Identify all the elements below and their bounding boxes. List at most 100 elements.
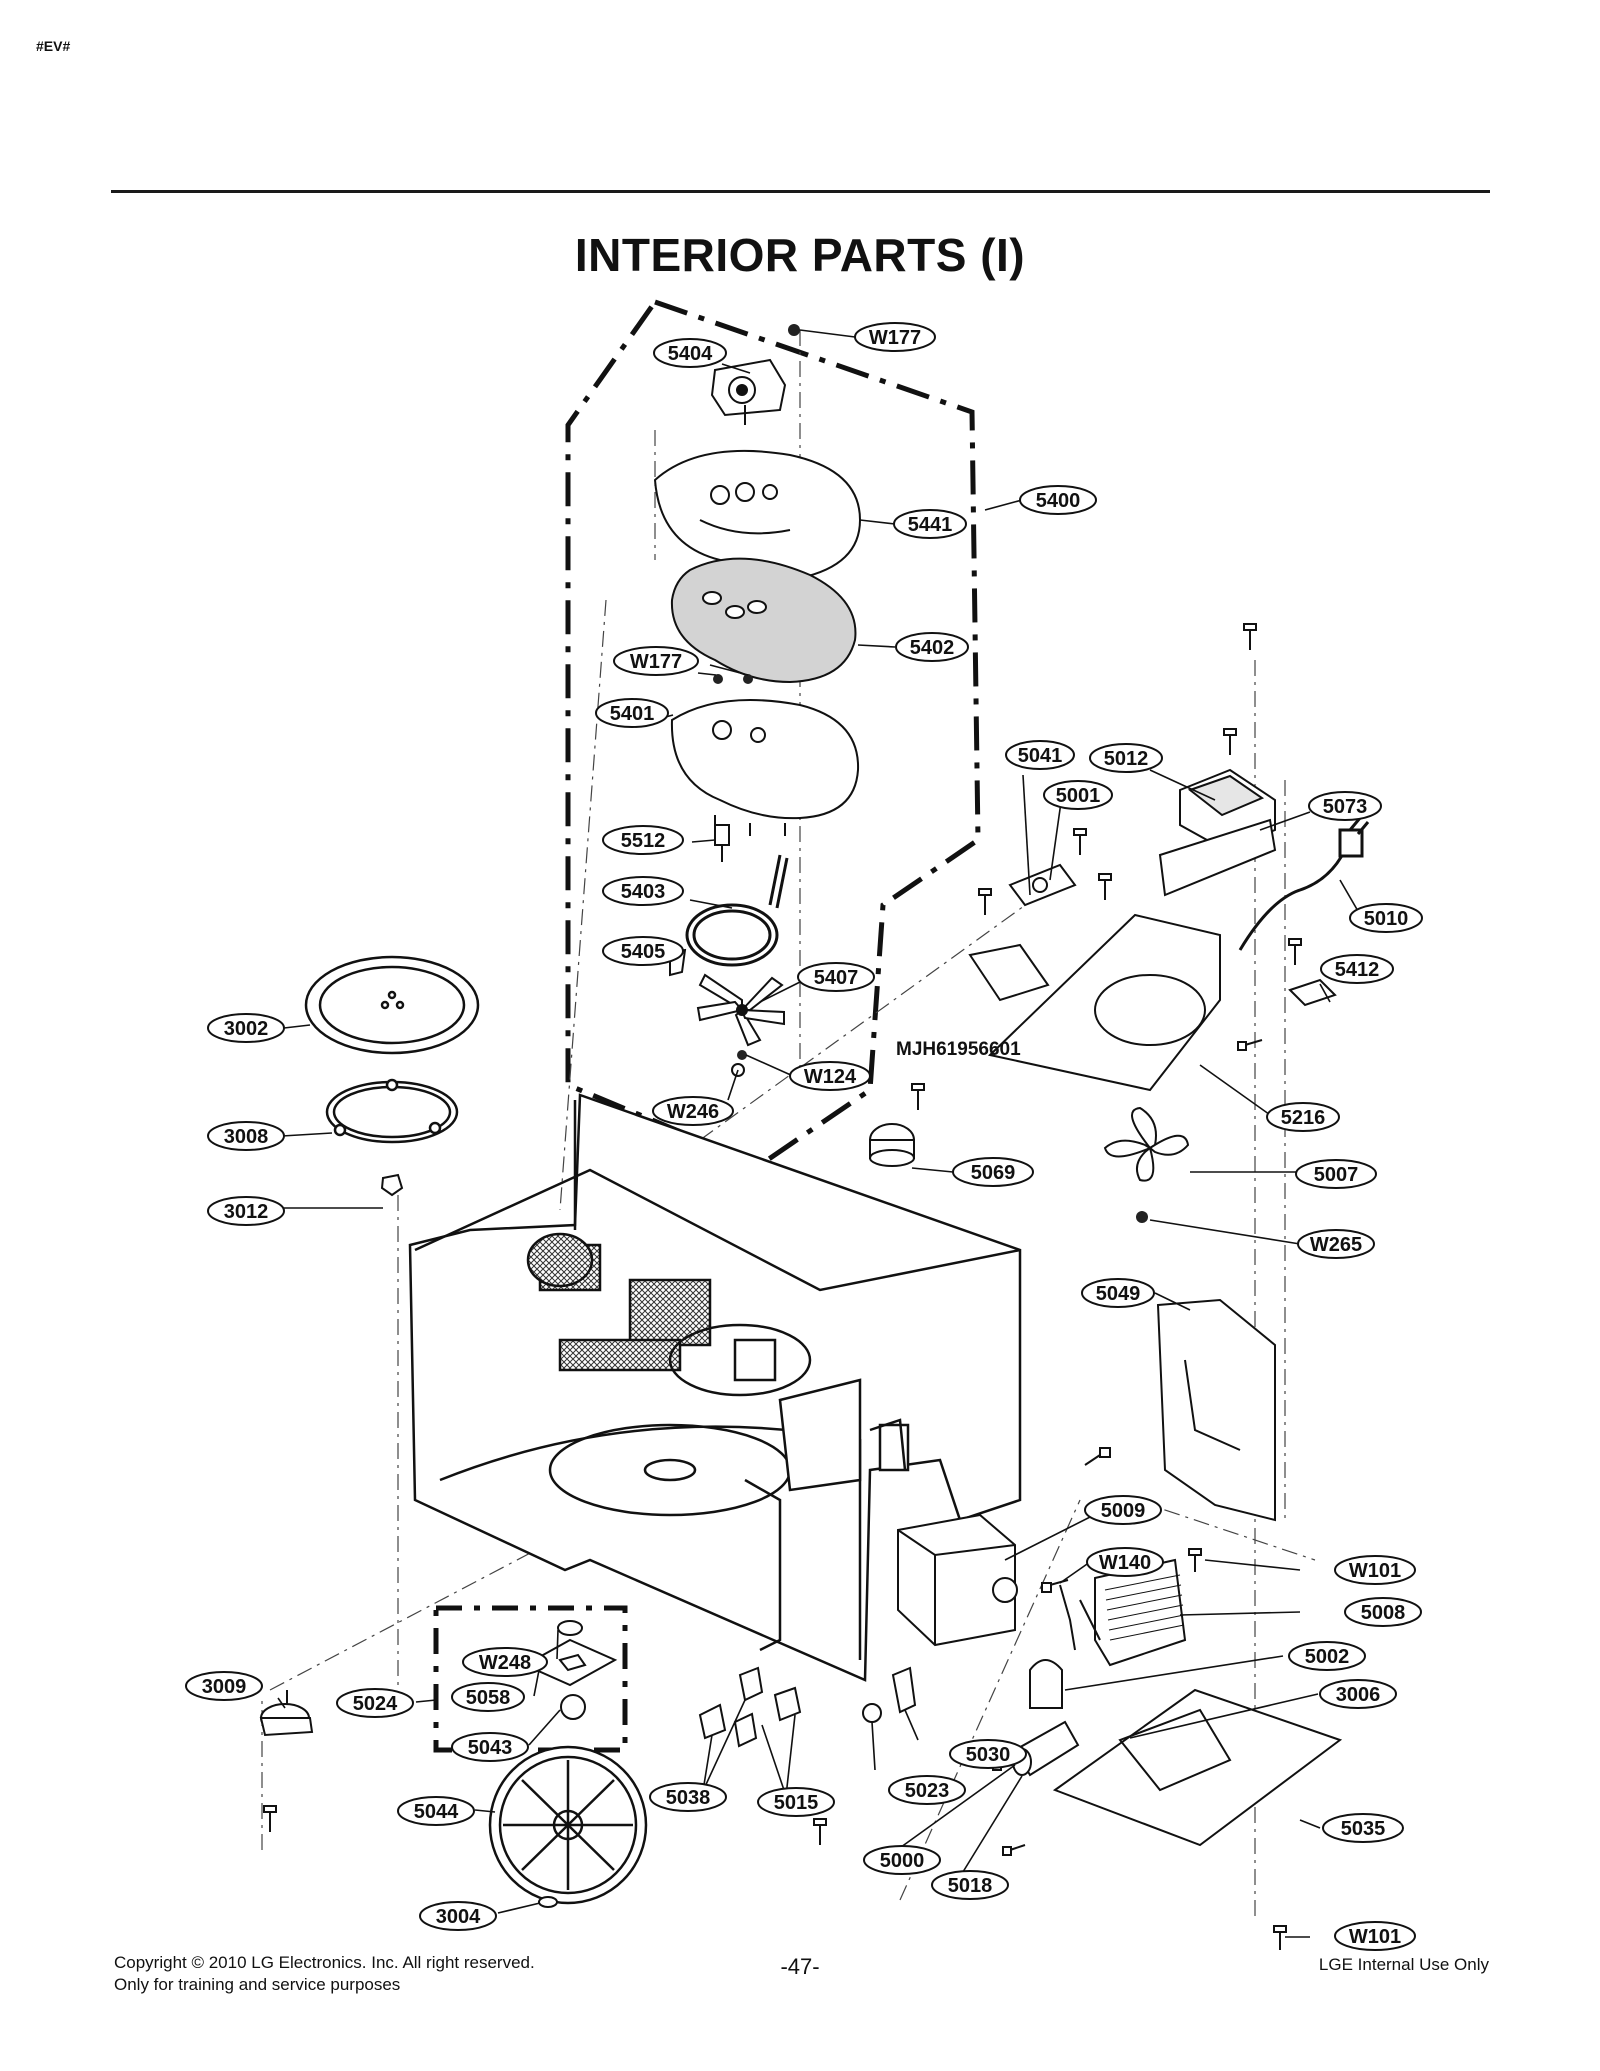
callout-5012: 5012 <box>1089 743 1163 773</box>
svg-text:5049: 5049 <box>1096 1283 1141 1305</box>
callout-5038: 5038 <box>649 1782 727 1812</box>
svg-text:5018: 5018 <box>948 1875 993 1897</box>
footer-internal: LGE Internal Use Only <box>1318 1955 1489 1974</box>
pcb-holder-5001 <box>1008 863 1077 907</box>
callout-w248: W248 <box>462 1647 548 1677</box>
callout-5030: 5030 <box>949 1739 1027 1769</box>
fan-housing-5401 <box>670 699 860 836</box>
callout-5010: 5010 <box>1349 903 1423 933</box>
callout-5024: 5024 <box>336 1688 414 1718</box>
callout-w101-a: W101 <box>1334 1555 1416 1585</box>
callout-3002: 3002 <box>207 1013 285 1043</box>
callout-3008: 3008 <box>207 1121 285 1151</box>
svg-text:5038: 5038 <box>666 1787 711 1809</box>
screw-w177-mid-a <box>713 674 723 684</box>
svg-text:5023: 5023 <box>905 1780 950 1802</box>
thermostat-5512 <box>714 824 730 862</box>
callout-3006: 3006 <box>1319 1679 1397 1709</box>
svg-text:5024: 5024 <box>353 1693 398 1715</box>
svg-text:W177: W177 <box>630 651 682 673</box>
callout-5069: 5069 <box>952 1157 1034 1187</box>
screws <box>263 728 1302 1950</box>
callout-5044: 5044 <box>397 1796 475 1826</box>
svg-text:5030: 5030 <box>966 1744 1011 1766</box>
shield-plate-5216 <box>987 913 1221 1092</box>
hv-diode-5002 <box>1029 1659 1063 1709</box>
svg-text:5407: 5407 <box>814 967 859 989</box>
footer-copyright-line1: Copyright © 2010 LG Electronics. Inc. Al… <box>114 1953 535 1972</box>
callout-w177-mid: W177 <box>613 646 699 676</box>
page-number: -47- <box>780 1954 820 1979</box>
callout-5043: 5043 <box>451 1732 529 1762</box>
svg-text:5216: 5216 <box>1281 1107 1326 1129</box>
callout-5041: 5041 <box>1005 740 1075 770</box>
washer-w248 <box>557 1620 583 1636</box>
nut-w124 <box>737 1050 747 1060</box>
callout-5412: 5412 <box>1320 954 1394 984</box>
callout-5008: 5008 <box>1344 1597 1422 1627</box>
svg-text:3012: 3012 <box>224 1201 269 1223</box>
footer-copyright-line2: Only for training and service purposes <box>114 1975 401 1994</box>
oven-cavity-body <box>408 1093 1022 1682</box>
svg-text:5007: 5007 <box>1314 1164 1359 1186</box>
svg-text:5044: 5044 <box>414 1801 459 1823</box>
callout-5400: 5400 <box>1019 485 1097 515</box>
svg-text:3004: 3004 <box>436 1906 481 1928</box>
callout-w101-b: W101 <box>1334 1921 1416 1951</box>
label-mjh61956601: MJH61956601 <box>896 1039 1021 1060</box>
convection-motor-5404 <box>710 358 787 425</box>
callout-3012: 3012 <box>207 1196 285 1226</box>
screw-w177-mid-b <box>743 674 753 684</box>
noise-filter-5412 <box>1288 978 1337 1007</box>
callout-3009: 3009 <box>185 1671 263 1701</box>
screw-top-right <box>1243 623 1257 650</box>
callout-5405: 5405 <box>602 936 684 966</box>
callout-5407: 5407 <box>797 962 875 992</box>
svg-text:W101: W101 <box>1349 1926 1401 1948</box>
svg-text:W124: W124 <box>804 1066 857 1088</box>
svg-text:5404: 5404 <box>668 343 713 365</box>
svg-text:W140: W140 <box>1099 1552 1151 1574</box>
svg-text:3002: 3002 <box>224 1018 269 1040</box>
svg-text:5009: 5009 <box>1101 1500 1146 1522</box>
svg-text:5012: 5012 <box>1104 748 1149 770</box>
callout-w140: W140 <box>1086 1547 1164 1577</box>
callout-5023: 5023 <box>888 1775 966 1805</box>
svg-text:W265: W265 <box>1310 1234 1362 1256</box>
callout-5035: 5035 <box>1322 1813 1404 1843</box>
svg-text:3006: 3006 <box>1336 1684 1381 1706</box>
callout-5402: 5402 <box>895 632 969 662</box>
leader-lines <box>277 329 1363 1938</box>
svg-text:3008: 3008 <box>224 1126 269 1148</box>
svg-text:W101: W101 <box>1349 1560 1401 1582</box>
svg-text:5008: 5008 <box>1361 1602 1406 1624</box>
base-plate-5035 <box>1052 1688 1343 1847</box>
callout-5000: 5000 <box>863 1845 941 1875</box>
svg-text:5402: 5402 <box>910 637 955 659</box>
callout-5015: 5015 <box>757 1787 835 1817</box>
callout-5018: 5018 <box>931 1870 1009 1900</box>
svg-text:5035: 5035 <box>1341 1818 1386 1840</box>
turntable-group-outline <box>433 1605 628 1753</box>
relay-plate-5073 <box>1158 818 1277 897</box>
callout-5058: 5058 <box>451 1682 525 1712</box>
callout-w124: W124 <box>789 1061 871 1091</box>
heater-element-5403 <box>685 854 789 967</box>
svg-text:5400: 5400 <box>1036 490 1081 512</box>
page-title: INTERIOR PARTS (I) <box>574 229 1026 281</box>
svg-text:5058: 5058 <box>466 1687 511 1709</box>
svg-text:5000: 5000 <box>880 1850 925 1872</box>
stirrer-cover-5044 <box>488 1745 648 1905</box>
svg-text:W248: W248 <box>479 1652 531 1674</box>
callout-5001: 5001 <box>1043 780 1113 810</box>
rotor-3004 <box>538 1896 558 1908</box>
svg-text:5041: 5041 <box>1018 745 1063 767</box>
callouts: W177 5404 5400 5441 5402 W177 5401 5512 … <box>185 322 1423 1951</box>
callout-w177-top: W177 <box>854 322 936 352</box>
callout-5401: 5401 <box>595 698 669 728</box>
callout-5404: 5404 <box>653 338 727 368</box>
door-switches-5015-5038 <box>698 1666 802 1748</box>
mounting-plate-5049 <box>1156 1298 1276 1522</box>
callout-5049: 5049 <box>1081 1278 1155 1308</box>
